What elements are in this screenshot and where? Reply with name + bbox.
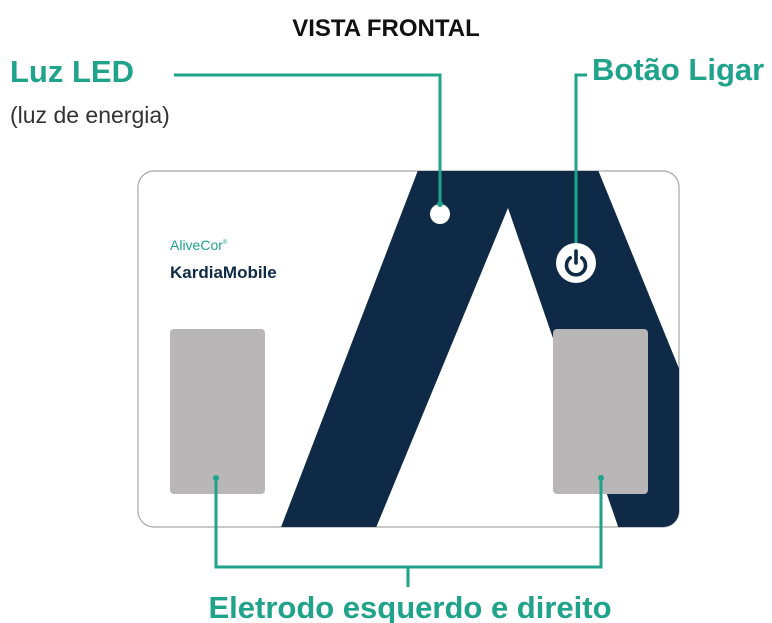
led-leader-line bbox=[174, 73, 442, 204]
led-leader-dot bbox=[437, 201, 443, 207]
led-light-icon bbox=[430, 204, 450, 224]
power-callout: Botão Ligar bbox=[574, 52, 764, 243]
kardiamobile-device: AliveCor® KardiaMobile bbox=[137, 170, 680, 528]
power-label: Botão Ligar bbox=[592, 52, 764, 87]
electrodes-label: Eletrodo esquerdo e direito bbox=[208, 590, 611, 623]
left-electrode-dot bbox=[213, 475, 219, 481]
left-electrode bbox=[170, 329, 265, 494]
led-callout: Luz LED (luz de energia) bbox=[10, 54, 443, 207]
brand-logo: AliveCor® bbox=[170, 237, 228, 253]
right-electrode bbox=[553, 329, 648, 494]
power-leader-line bbox=[574, 73, 587, 243]
power-icon[interactable] bbox=[556, 243, 596, 283]
right-electrode-dot bbox=[598, 475, 604, 481]
led-label: Luz LED bbox=[10, 54, 134, 89]
diagram-title: VISTA FRONTAL bbox=[292, 15, 480, 42]
led-sublabel: (luz de energia) bbox=[10, 102, 170, 128]
product-name: KardiaMobile bbox=[170, 263, 277, 282]
electrodes-callout: Eletrodo esquerdo e direito bbox=[208, 475, 612, 623]
